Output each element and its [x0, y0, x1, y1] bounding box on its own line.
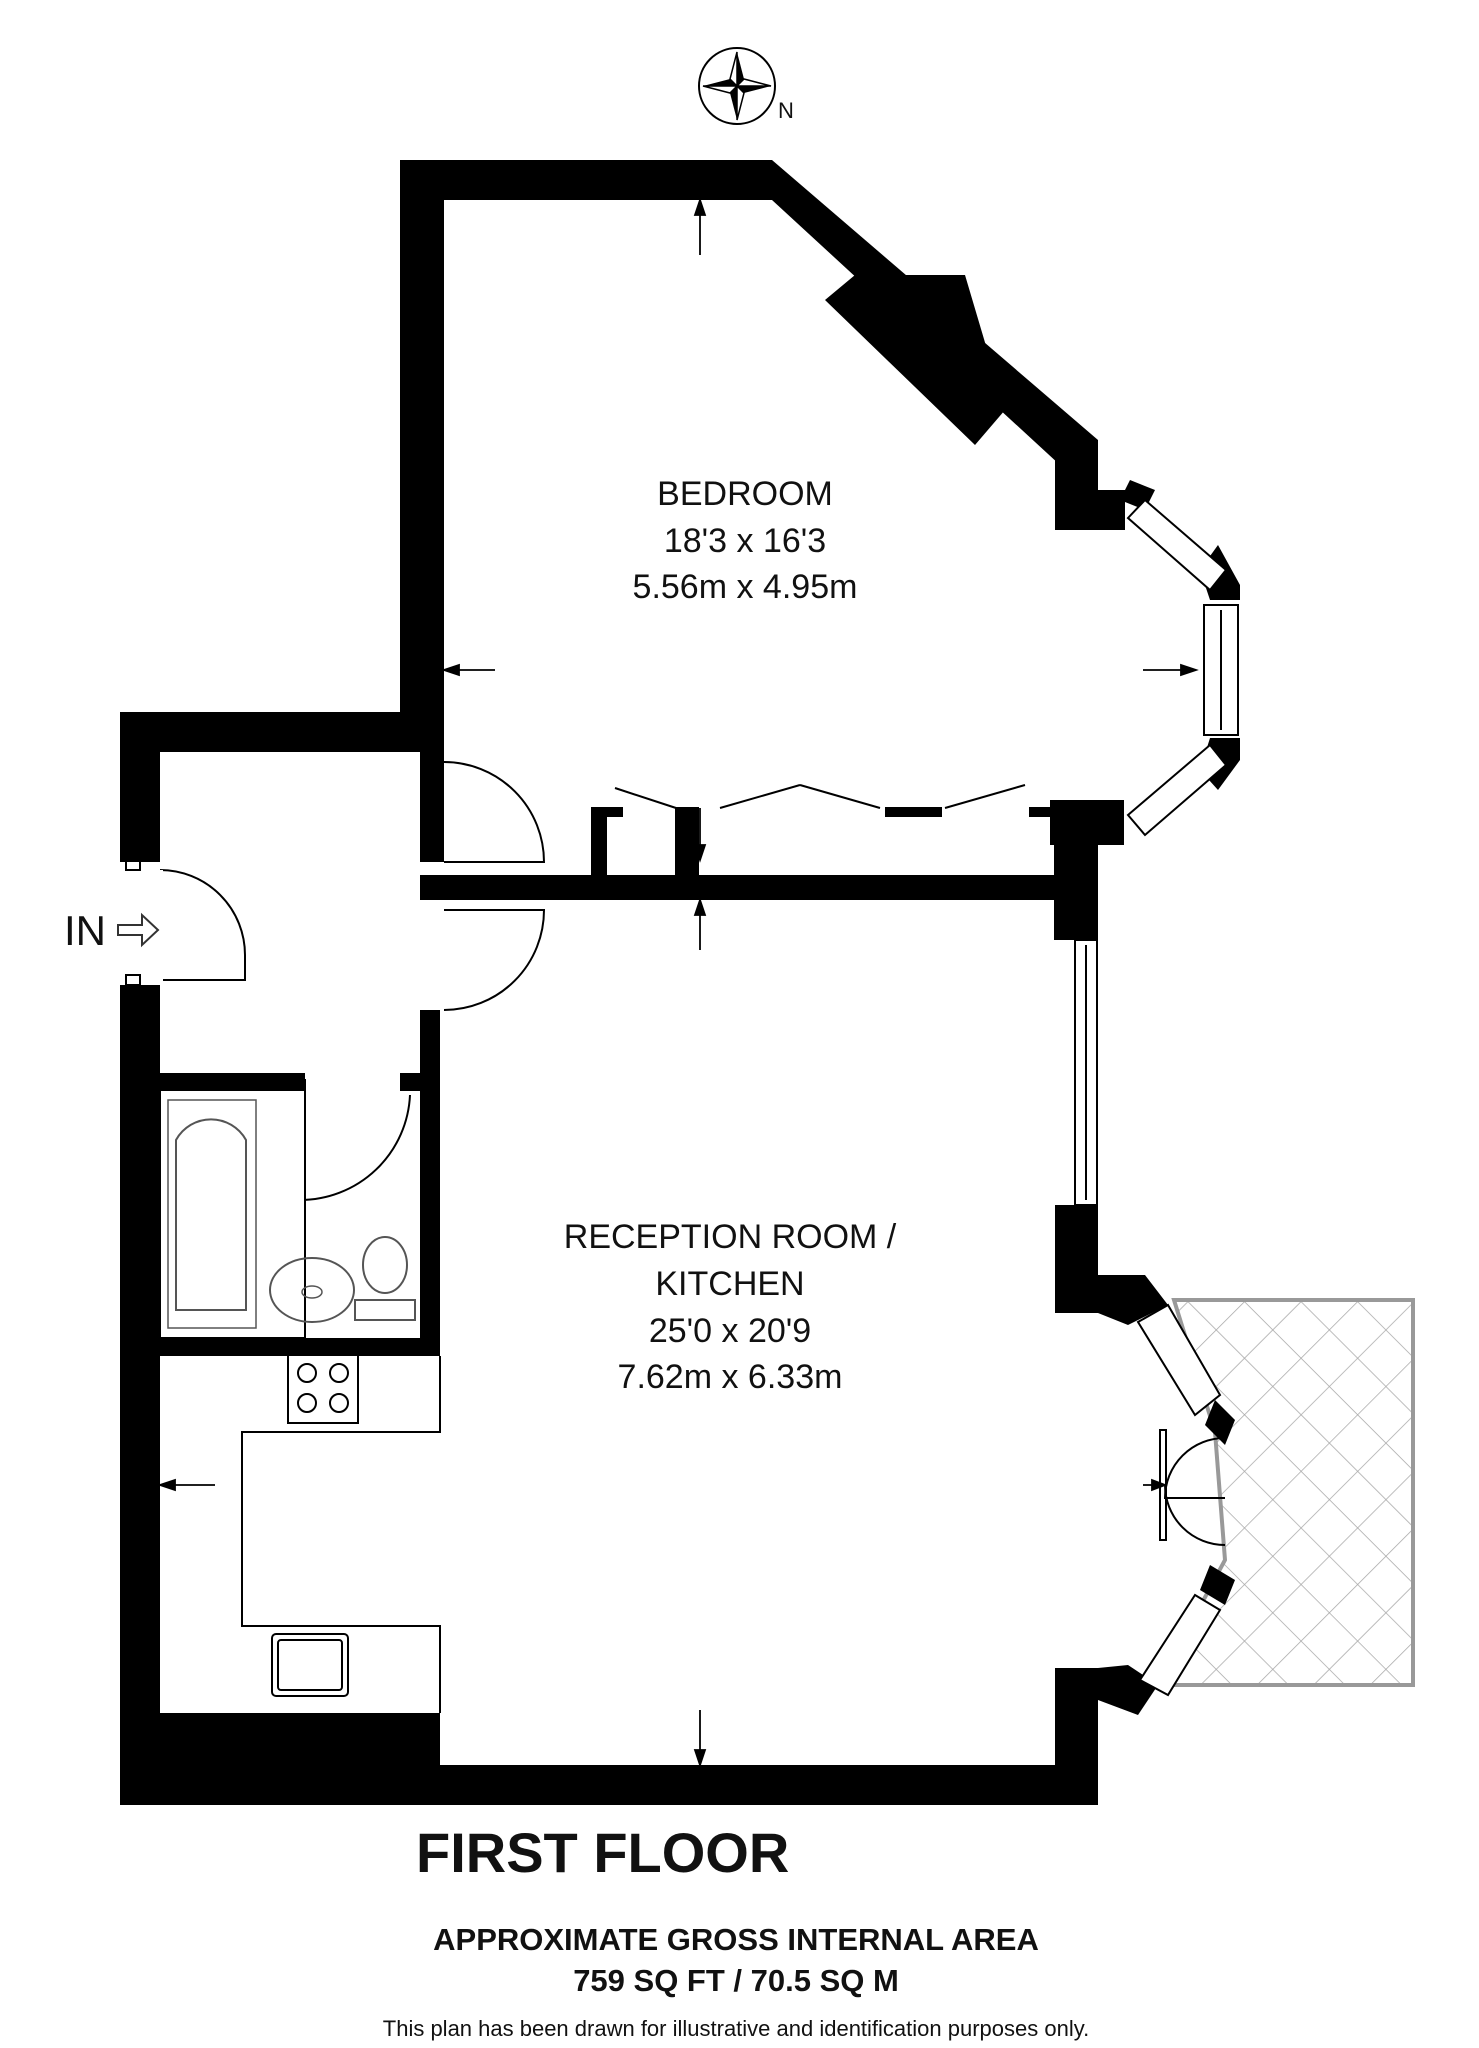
bathtub-icon: [175, 1118, 247, 1311]
area-heading: APPROXIMATE GROSS INTERNAL AREA: [433, 1922, 1039, 1957]
bedroom-name: BEDROOM: [657, 475, 833, 513]
kitchen-sink-icon: [271, 1633, 349, 1697]
compass-north-label: N: [778, 98, 794, 123]
sink-icon: [269, 1257, 355, 1323]
disclaimer: This plan has been drawn for illustrativ…: [383, 2016, 1089, 2041]
area-value: 759 SQ FT / 70.5 SQ M: [573, 1963, 899, 1998]
wardrobes: [591, 784, 1055, 877]
entrance-label: IN: [64, 907, 106, 954]
reception-name-line1: RECEPTION ROOM /: [564, 1218, 897, 1256]
bedroom-walls: [400, 160, 1240, 940]
bedroom-imperial: 18'3 x 16'3: [664, 522, 826, 560]
bedroom-bay-windows: [1126, 498, 1239, 837]
kitchen-fittings: [241, 1352, 441, 1713]
hob-icon: [287, 1352, 359, 1424]
reception-name-line2: KITCHEN: [655, 1265, 804, 1303]
toilet-icon: [362, 1236, 408, 1294]
reception-windows: [1074, 939, 1222, 1697]
bedroom-metric: 5.56m x 4.95m: [633, 568, 858, 606]
entrance-arrow-icon: [117, 912, 160, 948]
reception-metric: 7.62m x 6.33m: [618, 1358, 843, 1396]
reception-walls: [120, 1205, 1235, 1805]
doors: [125, 761, 1226, 1546]
reception-imperial: 25'0 x 20'9: [649, 1312, 811, 1350]
hallway-walls: [120, 712, 1098, 1805]
dimension-arrows: [157, 197, 1199, 1768]
bathroom: [159, 1073, 440, 1339]
compass-rose-icon: [698, 47, 776, 125]
floor-title: FIRST FLOOR: [416, 1821, 789, 1884]
